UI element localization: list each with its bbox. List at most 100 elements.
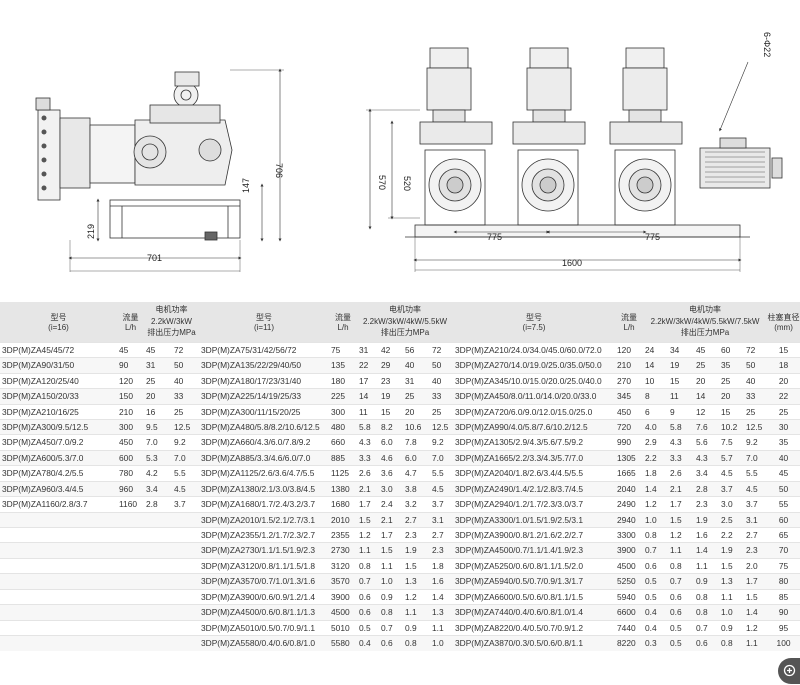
- g2-value-cell: 2.3: [430, 542, 453, 559]
- g3-model-cell: 3DP(M)ZA2040/1.8/2.6/3.4/4.5/5.5: [453, 465, 615, 482]
- g2-model-cell: 3DP(M)ZA300/11/15/20/25: [199, 403, 329, 420]
- g1-value-cell: [172, 542, 199, 559]
- g3-value-cell: 25: [744, 403, 768, 420]
- g2-value-cell: 1.5: [357, 511, 379, 528]
- g2-value-cell: 8.2: [379, 418, 403, 435]
- dim-147: 147: [241, 178, 251, 193]
- g3-value-cell: 270: [615, 372, 643, 389]
- g2-value-cell: 72: [430, 341, 453, 358]
- g1-value-cell: 3.4: [144, 480, 172, 497]
- plunger-diameter-cell: 35: [767, 434, 800, 451]
- g3-value-cell: 3.3: [668, 449, 694, 466]
- g2-value-cell: 0.8: [403, 635, 430, 651]
- g1-value-cell: 600: [117, 449, 144, 466]
- g2-value-cell: 56: [403, 341, 430, 358]
- g3-value-cell: 72: [744, 341, 768, 358]
- g2-value-cell: 135: [329, 357, 357, 374]
- g3-value-cell: 8220: [615, 635, 643, 651]
- g1-value-cell: 12.5: [172, 418, 199, 435]
- corner-badge[interactable]: [778, 658, 800, 684]
- g2-value-cell: 7.0: [430, 449, 453, 466]
- g2-value-cell: 1.1: [403, 604, 430, 621]
- g3-value-cell: 1.2: [744, 619, 768, 636]
- g1-value-cell: [144, 511, 172, 528]
- g3-value-cell: 2.1: [668, 480, 694, 497]
- g3-value-cell: 120: [615, 341, 643, 358]
- g3-model-cell: 3DP(M)ZA3300/1.0/1.5/1.9/2.5/3.1: [453, 511, 615, 528]
- g2-value-cell: 0.7: [379, 619, 403, 636]
- g2-value-cell: 1.3: [430, 604, 453, 621]
- g2-value-cell: 2.6: [357, 465, 379, 482]
- g3-value-cell: 14: [694, 388, 719, 405]
- front-view-drawing: [366, 47, 783, 272]
- g1-model-cell: [0, 619, 117, 636]
- g3-model-cell: 3DP(M)ZA210/24.0/34.0/45.0/60.0/72.0: [453, 341, 615, 358]
- g2-value-cell: 6.0: [403, 449, 430, 466]
- plunger-diameter-cell: 25: [767, 403, 800, 420]
- g1-value-cell: [117, 527, 144, 543]
- g2-value-cell: 1.9: [403, 542, 430, 559]
- plunger-diameter-cell: 95: [767, 619, 800, 636]
- g2-value-cell: 2.7: [430, 527, 453, 543]
- g1-model-cell: 3DP(M)ZA960/3.4/4.5: [0, 480, 117, 497]
- g3-value-cell: 20: [694, 372, 719, 389]
- g2-value-cell: 3120: [329, 557, 357, 574]
- g2-value-cell: 1.5: [403, 557, 430, 574]
- g3-value-cell: 8: [643, 388, 668, 405]
- g2-value-cell: 2355: [329, 527, 357, 543]
- g1-model-cell: 3DP(M)ZA150/20/33: [0, 388, 117, 405]
- g1-model-cell: [0, 511, 117, 528]
- g3-value-cell: 19: [668, 357, 694, 374]
- g1-pressure-header: 排出压力MPa: [144, 327, 199, 343]
- g2-value-cell: 1.5: [379, 542, 403, 559]
- g3-value-cell: 1.8: [643, 465, 668, 482]
- g2-value-cell: 885: [329, 449, 357, 466]
- g2-value-cell: 1.1: [357, 542, 379, 559]
- plunger-diameter-cell: 40: [767, 449, 800, 466]
- g3-value-cell: 25: [694, 357, 719, 374]
- g1-value-cell: 31: [144, 357, 172, 374]
- g3-value-cell: 2940: [615, 511, 643, 528]
- g1-value-cell: 9.2: [172, 434, 199, 451]
- g1-value-cell: 4.5: [172, 480, 199, 497]
- g2-value-cell: 17: [357, 372, 379, 389]
- g2-value-cell: 5.5: [430, 465, 453, 482]
- plunger-diameter-cell: 30: [767, 418, 800, 435]
- g1-value-cell: [117, 511, 144, 528]
- g3-value-cell: 5.8: [668, 418, 694, 435]
- g2-value-cell: 2010: [329, 511, 357, 528]
- g3-value-cell: 45: [694, 341, 719, 358]
- g2-value-cell: 1.1: [379, 557, 403, 574]
- g1-value-cell: 7.0: [144, 434, 172, 451]
- dim-775-right: 775: [645, 232, 660, 242]
- g1-model-cell: 3DP(M)ZA90/31/50: [0, 357, 117, 374]
- g2-model-cell: 3DP(M)ZA3900/0.6/0.9/1.2/1.4: [199, 588, 329, 605]
- g3-model-cell: 3DP(M)ZA3870/0.3/0.5/0.6/0.8/1.1: [453, 635, 615, 651]
- g3-value-cell: 5.5: [744, 465, 768, 482]
- plunger-diameter-cell: 45: [767, 465, 800, 482]
- g2-value-cell: 31: [357, 341, 379, 358]
- g3-value-cell: 450: [615, 403, 643, 420]
- g2-value-cell: 3900: [329, 588, 357, 605]
- g3-value-cell: 4.5: [744, 480, 768, 497]
- g2-model-cell: 3DP(M)ZA1380/2.1/3.0/3.8/4.5: [199, 480, 329, 497]
- g3-value-cell: 0.7: [643, 542, 668, 559]
- g1-value-cell: 45: [144, 341, 172, 358]
- g2-model-cell: 3DP(M)ZA2355/1.2/1.7/2.3/2.7: [199, 527, 329, 543]
- g2-value-cell: 0.8: [357, 557, 379, 574]
- g2-value-cell: 1.6: [430, 573, 453, 590]
- plunger-diameter-cell: 75: [767, 557, 800, 574]
- g3-value-cell: 2.3: [744, 542, 768, 559]
- g1-value-cell: [144, 527, 172, 543]
- g3-value-cell: 1305: [615, 449, 643, 466]
- g3-value-cell: 0.6: [668, 588, 694, 605]
- g2-value-cell: 0.7: [357, 573, 379, 590]
- g2-value-cell: 1380: [329, 480, 357, 497]
- g2-value-cell: 2.1: [379, 511, 403, 528]
- g1-power-title: 电机功率: [144, 302, 199, 316]
